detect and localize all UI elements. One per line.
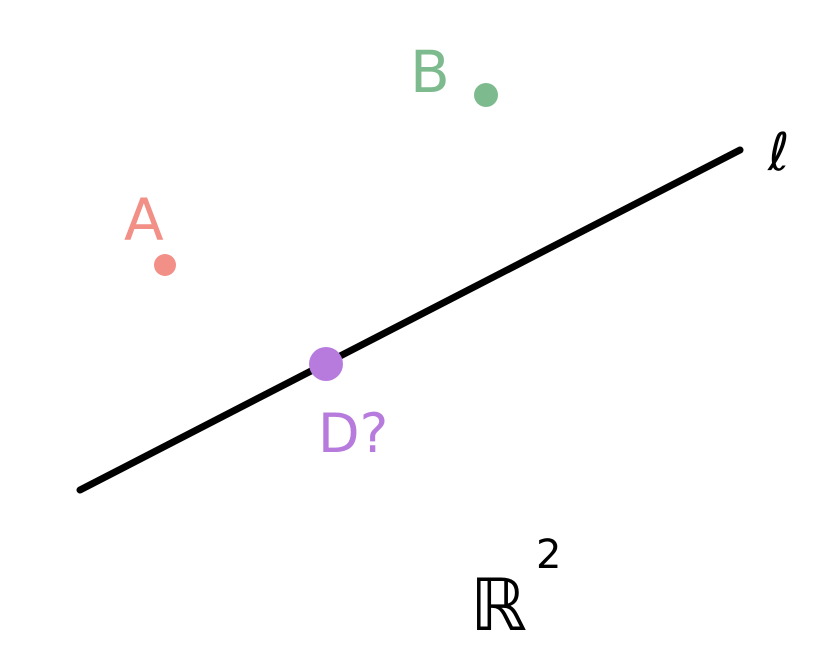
point-d-dot — [309, 347, 343, 381]
point-b-dot — [474, 83, 498, 107]
point-a-dot — [154, 254, 176, 276]
line-l — [76, 146, 744, 494]
point-d-label: D? — [318, 402, 388, 465]
line-label: ℓ — [767, 123, 789, 183]
point-b-label: B — [410, 38, 450, 106]
space-exponent: 2 — [536, 532, 561, 578]
point-a-label: A — [124, 186, 164, 254]
space-label: ℝ — [470, 563, 527, 647]
